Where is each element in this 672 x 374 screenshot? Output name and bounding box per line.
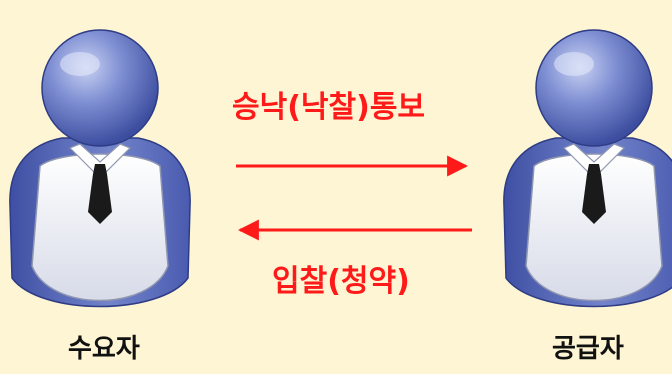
acceptance-notice-label: 승낙(낙찰)통보 (232, 90, 426, 125)
supplier-label: 공급자 (552, 334, 624, 364)
demander-label: 수요자 (68, 334, 140, 364)
bid-label: 입찰(청약) (272, 264, 410, 299)
supplier-person-icon (503, 29, 672, 308)
demander-person-icon (9, 29, 191, 308)
